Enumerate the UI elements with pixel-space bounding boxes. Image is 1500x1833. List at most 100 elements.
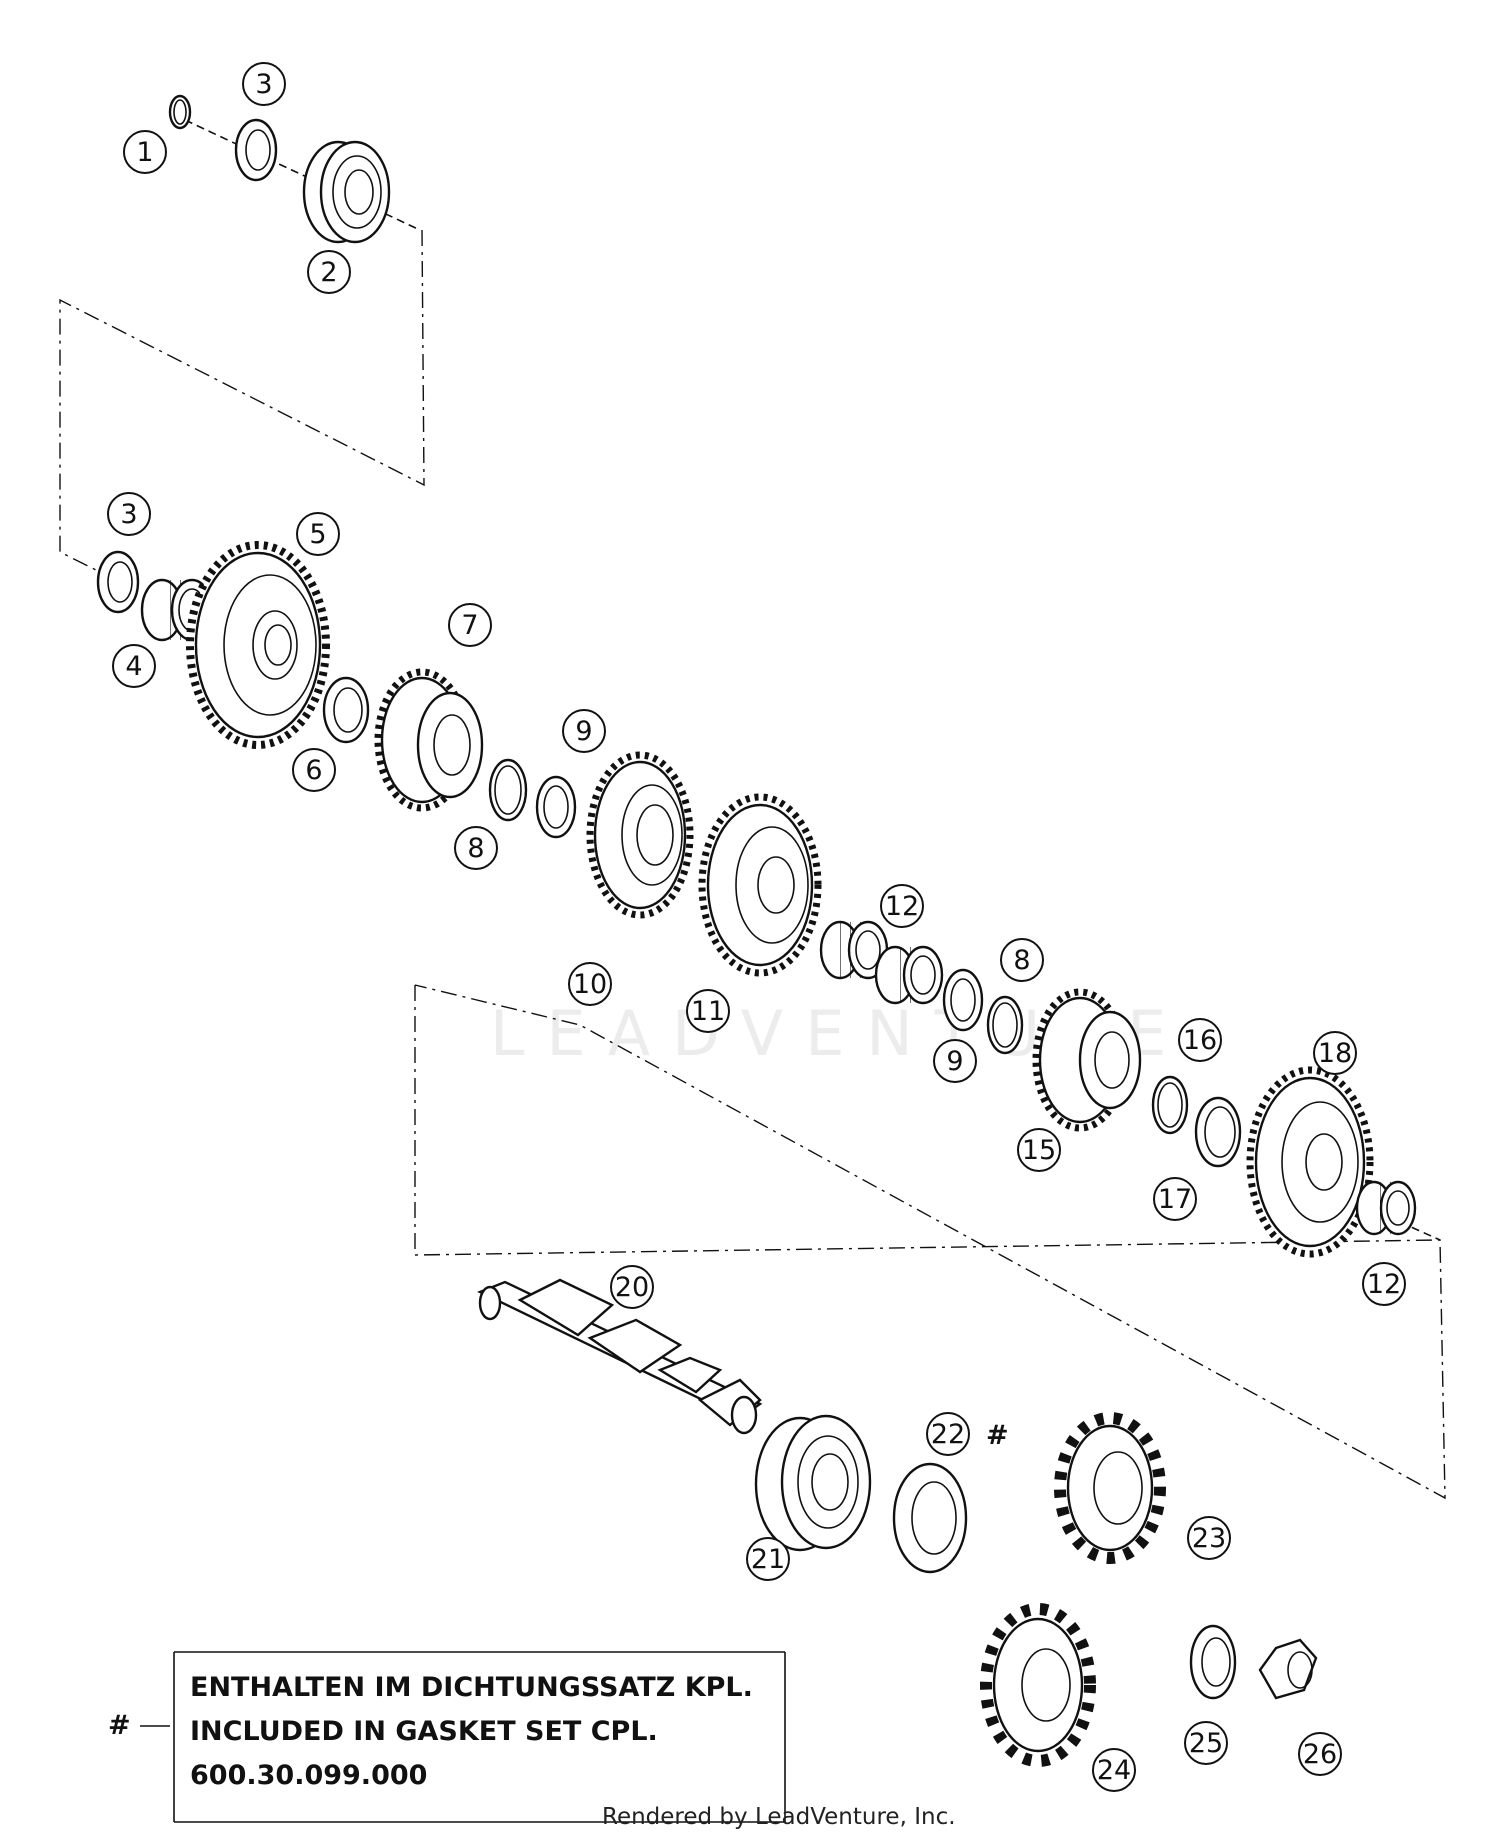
- callout-c17: 17: [1153, 1177, 1197, 1221]
- callout-number: 8: [1013, 945, 1030, 976]
- part-25-lock-washer: [1189, 1624, 1237, 1700]
- part-20-main-shaft: [477, 1278, 763, 1435]
- callout-number: 3: [255, 69, 272, 100]
- callout-number: 11: [691, 996, 725, 1027]
- part-24-sprocket: [980, 1603, 1096, 1767]
- callout-number: 4: [125, 651, 142, 682]
- part-23-sprocket: [1054, 1412, 1166, 1564]
- callout-c3b: 3: [107, 492, 151, 536]
- callout-circle: [123, 130, 167, 174]
- note-symbol: #: [108, 1710, 131, 1741]
- part-16-circlip: [1151, 1075, 1189, 1135]
- callout-number: 12: [885, 891, 919, 922]
- callout-c20: 20: [610, 1265, 654, 1309]
- part-8-ring: [488, 758, 528, 822]
- note-line-en: INCLUDED IN GASKET SET CPL.: [190, 1716, 658, 1747]
- part-1-circlip: [168, 94, 192, 130]
- callout-c18: 18: [1313, 1031, 1357, 1075]
- callout-c7: 7: [448, 603, 492, 647]
- callout-circle: [1313, 1031, 1357, 1075]
- callout-circle: [686, 989, 730, 1033]
- callout-c9a: 9: [562, 709, 606, 753]
- callout-number: 23: [1192, 1523, 1226, 1554]
- callout-number: 5: [309, 519, 326, 550]
- part-7-gear: [374, 668, 484, 812]
- callout-c5: 5: [296, 512, 340, 556]
- note-line-de: ENTHALTEN IM DICHTUNGSSATZ KPL.: [190, 1672, 753, 1703]
- callout-circle: [1153, 1177, 1197, 1221]
- callout-c16: 16: [1178, 1018, 1222, 1062]
- part-17-washer: [1194, 1096, 1242, 1168]
- callout-circle: [568, 962, 612, 1006]
- callout-c26: 26: [1298, 1732, 1342, 1776]
- note-part-number: 600.30.099.000: [190, 1760, 427, 1791]
- callout-circle: [112, 644, 156, 688]
- callout-circle: [933, 1039, 977, 1083]
- callout-number: 10: [573, 969, 607, 1000]
- part-9-lock-washer-b: [942, 968, 984, 1032]
- callout-c6: 6: [292, 748, 336, 792]
- part-5-gear: [186, 541, 330, 749]
- callout-number: 18: [1318, 1038, 1352, 1069]
- callout-circle: [1184, 1721, 1228, 1765]
- callout-number: 3: [120, 499, 137, 530]
- part-6-washer: [322, 676, 370, 744]
- callout-circle: [746, 1537, 790, 1581]
- callout-c15: 15: [1017, 1128, 1061, 1172]
- callout-number: 2: [320, 257, 337, 288]
- callout-circle: [107, 492, 151, 536]
- callout-circle: [307, 250, 351, 294]
- callout-c4: 4: [112, 644, 156, 688]
- callout-number: 9: [575, 716, 592, 747]
- callout-number: 6: [305, 755, 322, 786]
- callout-circle: [242, 62, 286, 106]
- callout-c3a: 3: [242, 62, 286, 106]
- callout-c21: 21: [746, 1537, 790, 1581]
- callout-number: 26: [1303, 1739, 1337, 1770]
- leader-lines: [59, 229, 1446, 1500]
- callout-circle: [610, 1265, 654, 1309]
- callout-circle: [1187, 1516, 1231, 1560]
- callout-c8a: 8: [454, 826, 498, 870]
- gasket-set-marker: #: [986, 1420, 1009, 1451]
- part-3-washer-top: [234, 118, 278, 182]
- callout-number: 21: [751, 1544, 785, 1575]
- part-2-bearing-top: [302, 140, 391, 244]
- callout-c1: 1: [123, 130, 167, 174]
- part-21-bearing: [754, 1414, 872, 1552]
- callout-circle: [1092, 1748, 1136, 1792]
- callout-number: 15: [1022, 1135, 1056, 1166]
- part-26-nut: [1258, 1638, 1318, 1700]
- callout-number: 25: [1189, 1728, 1223, 1759]
- assembly-axis-lines: [184, 119, 1441, 1241]
- callout-number: 16: [1183, 1025, 1217, 1056]
- callout-circle: [880, 884, 924, 928]
- callout-number: 8: [467, 833, 484, 864]
- part-11-gear: [698, 793, 822, 977]
- callout-circle: [448, 603, 492, 647]
- callout-number: 22: [931, 1419, 965, 1450]
- callout-circle: [1000, 938, 1044, 982]
- part-12-needle-bearing-b: [874, 945, 944, 1005]
- part-22-shaft-seal: [892, 1462, 968, 1574]
- callout-circle: [1017, 1128, 1061, 1172]
- footer-credit: Rendered by LeadVenture, Inc.: [602, 1804, 956, 1830]
- gasket-set-note: # ENTHALTEN IM DICHTUNGSSATZ KPL. INCLUD…: [108, 1651, 786, 1823]
- callout-circle: [562, 709, 606, 753]
- callout-c9b: 9: [933, 1039, 977, 1083]
- callout-c2: 2: [307, 250, 351, 294]
- part-8-ring-b: [986, 995, 1024, 1055]
- callout-number: 20: [615, 1272, 649, 1303]
- callout-number: 9: [946, 1046, 963, 1077]
- part-10-gear: [586, 751, 694, 919]
- callout-c12a: 12: [880, 884, 924, 928]
- part-15-gear: [1032, 988, 1142, 1132]
- callout-number: 17: [1158, 1184, 1192, 1215]
- callout-c8b: 8: [1000, 938, 1044, 982]
- part-18-gear: [1246, 1066, 1374, 1258]
- callout-c24: 24: [1092, 1748, 1136, 1792]
- callout-circle: [1362, 1262, 1406, 1306]
- part-9-lock-washer: [535, 775, 577, 839]
